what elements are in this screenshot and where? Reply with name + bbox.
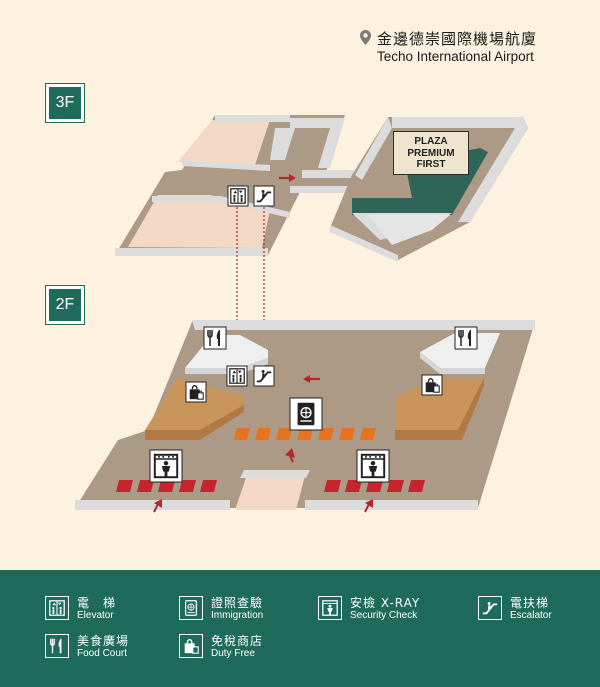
legend-label-en: Immigration — [211, 610, 264, 621]
escalator-icon — [478, 596, 502, 620]
legend-label-en: Duty Free — [211, 648, 255, 659]
immigration-counters — [234, 428, 376, 440]
legend-panel: 電 梯 Elevator 證照查驗 Immigration 安檢 X-RAY S… — [0, 570, 600, 687]
map-pin-icon — [360, 30, 371, 45]
elevator-icon — [45, 596, 69, 620]
terminal-map — [75, 115, 535, 513]
airport-name-en: Techo International Airport — [377, 49, 534, 64]
security-counters-left — [116, 480, 217, 492]
legend-label-zh: 電 梯 — [77, 596, 117, 610]
legend-label-zh: 免稅商店 — [211, 634, 264, 648]
legend-label-zh: 美食廣場 — [77, 634, 130, 648]
direction-arrows-2f — [153, 375, 373, 513]
legend-label-en: Escalator — [510, 610, 552, 621]
legend-label-en: Security Check — [350, 610, 418, 621]
airport-name-zh: 金邊德崇國際機場航廈 — [377, 30, 538, 48]
lounge-line-2: PREMIUM — [407, 147, 455, 159]
floor-2f-plan — [75, 320, 535, 513]
legend-label-zh: 電扶梯 — [510, 596, 550, 610]
legend-label-zh: 安檢 X-RAY — [350, 596, 421, 610]
shopping-bag-icon — [179, 634, 203, 658]
legend-label-en: Elevator — [77, 610, 114, 621]
direction-arrow — [279, 174, 296, 182]
floor-badge-3f: 3F — [45, 83, 85, 123]
legend-label-en: Food Court — [77, 648, 128, 659]
fork-knife-icon — [45, 634, 69, 658]
floor-3f-plan — [115, 115, 528, 262]
passport-icon — [179, 596, 203, 620]
security-counters-right — [324, 480, 425, 492]
legend-label-zh: 證照查驗 — [211, 596, 264, 610]
xray-scanner-icon — [318, 596, 342, 620]
lounge-sign: PLAZA PREMIUM FIRST — [393, 131, 469, 175]
lounge-line-1: PLAZA — [414, 136, 448, 147]
floor-badge-2f: 2F — [45, 285, 85, 325]
lounge-line-3: FIRST — [416, 159, 446, 170]
